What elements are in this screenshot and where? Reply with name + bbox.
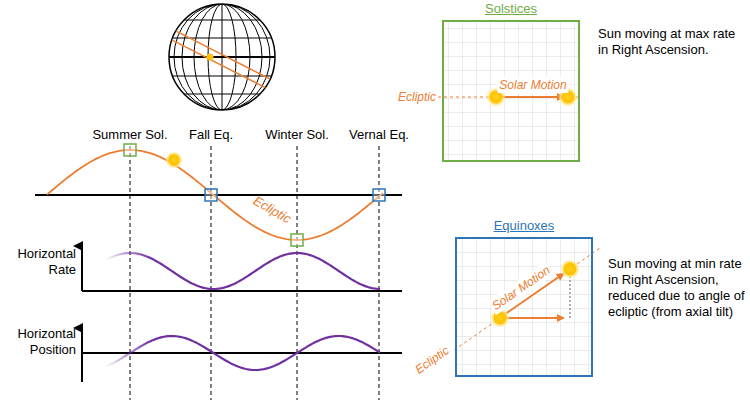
panel-box: SolsticesSolar Motion: [442, 20, 580, 162]
panel-heading: Equinoxes: [494, 218, 555, 234]
panel-box: EquinoxesSolar Motion: [455, 237, 593, 377]
ecliptic-label: Ecliptic: [250, 193, 294, 227]
position-axes: [82, 328, 402, 382]
season-label: Summer Sol.: [92, 127, 167, 143]
season-label: Winter Sol.: [265, 127, 329, 143]
rate-curve: [104, 253, 380, 289]
ecliptic-label: Ecliptic: [396, 89, 438, 105]
marker-squares: [124, 144, 385, 246]
motion-label: Solar Motion: [497, 77, 568, 93]
season-label: Vernal Eq.: [349, 127, 409, 143]
axis-label: Horizontal Position: [2, 326, 76, 358]
description-text: Sun moving at max rate in Right Ascensio…: [598, 26, 744, 58]
globe: [165, 4, 280, 110]
panel-heading: Solstices: [485, 1, 537, 17]
season-label: Fall Eq.: [189, 127, 233, 143]
rate-axes: [82, 246, 402, 291]
motion-label: Solar Motion: [487, 261, 555, 315]
horizon-line: [35, 194, 402, 196]
axis-label: Horizontal Rate: [2, 246, 76, 278]
sun: [165, 151, 183, 169]
ecliptic-curve: [47, 150, 383, 240]
ecliptic-label: Ecliptic: [410, 341, 454, 378]
position-curve: [104, 336, 380, 370]
description-text: Sun moving at min rate in Right Ascensio…: [608, 256, 746, 320]
solstice-panel-art: [420, 21, 580, 161]
